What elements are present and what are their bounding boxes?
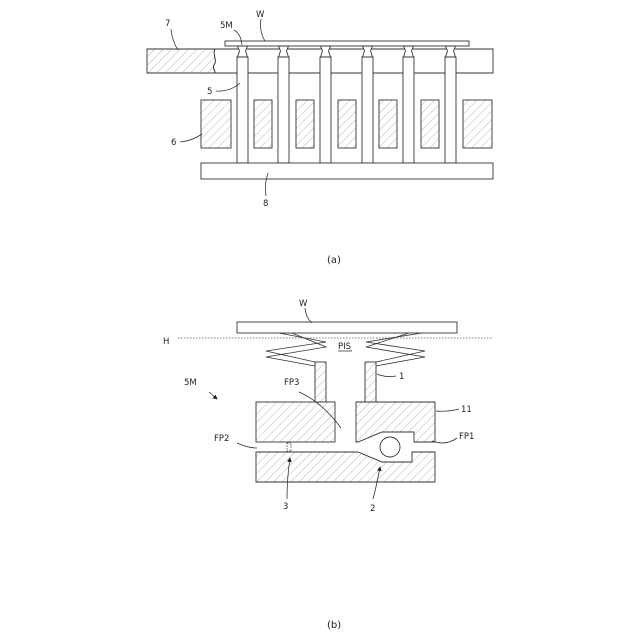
magnet bbox=[201, 100, 231, 148]
magnet bbox=[379, 100, 397, 148]
label-fp1: FP1 bbox=[459, 432, 474, 442]
magnet bbox=[296, 100, 314, 148]
label-w-a: W bbox=[256, 10, 265, 20]
figure-a: 7 5M W 5 6 8 (a) bbox=[147, 10, 493, 266]
label-6: 6 bbox=[171, 138, 176, 148]
label-h: H bbox=[163, 337, 169, 347]
upper-block-right bbox=[356, 402, 435, 442]
suction-member bbox=[279, 46, 289, 57]
magnet bbox=[254, 100, 272, 148]
caption-a: (a) bbox=[327, 255, 341, 266]
leader-1 bbox=[377, 374, 396, 377]
label-5: 5 bbox=[207, 87, 212, 97]
pin bbox=[278, 57, 289, 163]
pin bbox=[403, 57, 414, 163]
pillar-left bbox=[315, 362, 326, 402]
label-1: 1 bbox=[399, 372, 404, 382]
leader-fp1 bbox=[432, 438, 457, 443]
leader-7 bbox=[171, 29, 178, 50]
label-5m-b: 5M bbox=[184, 378, 197, 388]
lower-block bbox=[256, 452, 435, 482]
caption-b: (b) bbox=[327, 620, 341, 631]
figure-b: W H PIS 1 5M FP3 11 FP2 FP1 3 2 (b) bbox=[163, 299, 492, 631]
suction-member bbox=[238, 46, 248, 57]
magnet bbox=[338, 100, 356, 148]
magnet bbox=[463, 100, 492, 148]
leader-fp2 bbox=[237, 443, 257, 448]
label-11: 11 bbox=[461, 405, 472, 415]
base-8 bbox=[201, 163, 493, 179]
magnet bbox=[421, 100, 439, 148]
label-fp2: FP2 bbox=[214, 434, 229, 444]
label-2: 2 bbox=[370, 504, 375, 514]
fp2-element bbox=[287, 443, 291, 451]
ball bbox=[380, 437, 400, 457]
block-7 bbox=[147, 49, 215, 73]
leader-11 bbox=[436, 409, 459, 411]
suction-member bbox=[321, 46, 331, 57]
label-5m-a: 5M bbox=[220, 21, 233, 31]
label-fp3: FP3 bbox=[284, 378, 299, 388]
pin bbox=[237, 57, 248, 163]
label-w-b: W bbox=[299, 299, 308, 309]
pillar-right bbox=[365, 362, 376, 402]
wafer-b bbox=[237, 322, 457, 333]
arrow-5m bbox=[209, 392, 217, 399]
label-3: 3 bbox=[283, 502, 288, 512]
leader-w-b bbox=[305, 308, 312, 323]
suction-member bbox=[363, 46, 373, 57]
suction-member bbox=[404, 46, 414, 57]
label-7: 7 bbox=[165, 19, 170, 29]
pin bbox=[320, 57, 331, 163]
suction-member bbox=[446, 46, 456, 57]
label-8: 8 bbox=[263, 199, 268, 209]
label-pis: PIS bbox=[338, 342, 351, 352]
leader-w-a bbox=[261, 19, 266, 41]
pin bbox=[445, 57, 456, 163]
leader-6 bbox=[180, 134, 202, 142]
leader-5 bbox=[216, 83, 240, 91]
wafer-a bbox=[225, 41, 469, 46]
pin bbox=[362, 57, 373, 163]
